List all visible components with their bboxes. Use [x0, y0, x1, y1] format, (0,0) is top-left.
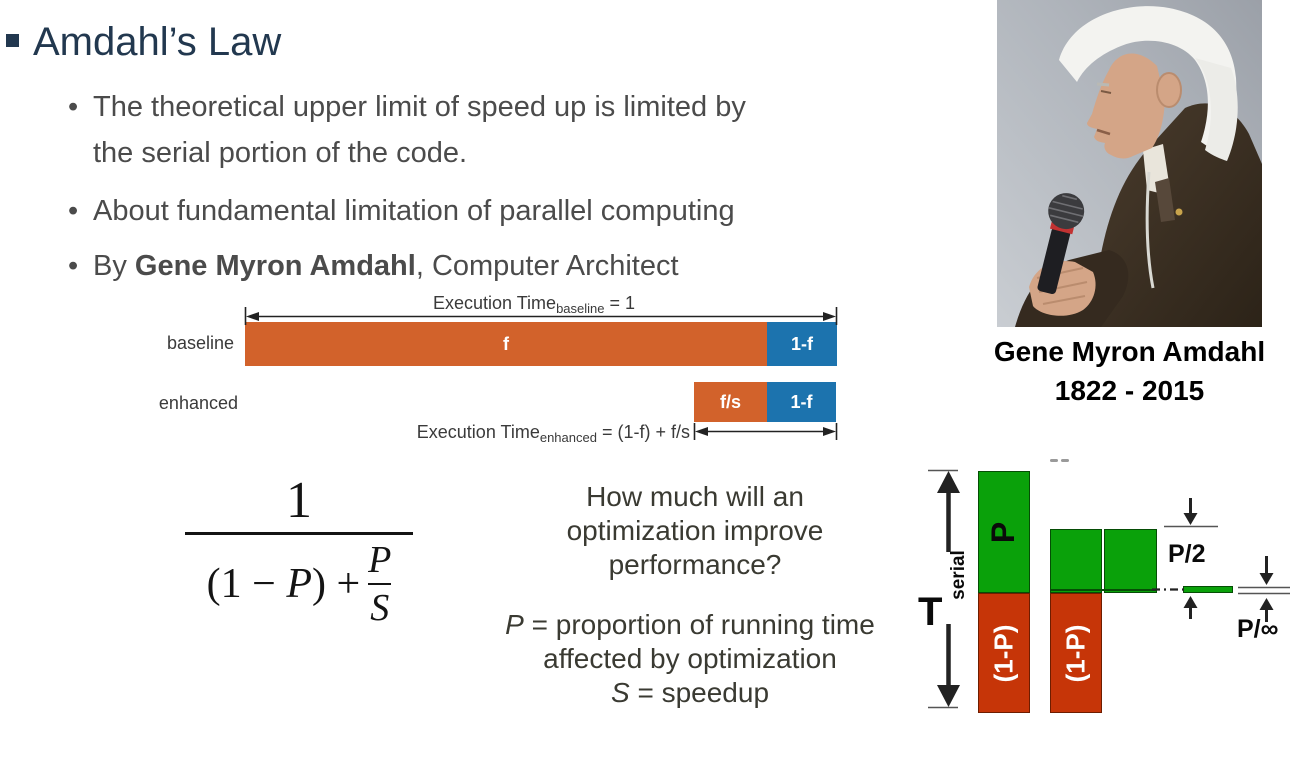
bar1-p-label: P: [985, 521, 1022, 543]
mic-handle: [1037, 227, 1071, 295]
question-text: How much will an optimization improve pe…: [510, 480, 880, 582]
phalf-level-line: [1050, 589, 1157, 591]
p-half-label: P/2: [1168, 540, 1206, 568]
formula-denom-open: (1 −: [206, 561, 287, 607]
legend-s-var: S: [610, 677, 630, 708]
mouth: [1096, 128, 1111, 136]
bullet-3-post: , Computer Architect: [415, 250, 679, 282]
amdahl-portrait-photo: [997, 0, 1262, 327]
bullet-dot: •: [68, 250, 79, 282]
exec-time-enhanced-label: Execution Timeenhanced = (1-f) + f/s: [360, 422, 690, 445]
enhanced-measure-arrow: [693, 423, 838, 440]
bar2b-parallel-green: [1104, 529, 1157, 593]
lapel-pin: [1175, 208, 1183, 216]
legend-s-rest: = speedup: [629, 677, 770, 708]
bar2-parallel-green: [1050, 529, 1102, 593]
formula-inner-fraction: P S: [368, 539, 392, 629]
formula-numerator: 1: [286, 472, 312, 529]
baseline-bar: f 1-f: [245, 322, 837, 366]
baseline-row-label: baseline: [166, 333, 234, 353]
formula-inner-den: S: [370, 587, 390, 629]
enhanced-parallel-segment: 1-f: [767, 382, 836, 422]
question-line-1: How much will an: [586, 481, 804, 512]
bar2-1p-label: (1-P): [1060, 624, 1091, 682]
bullet-dot: •: [68, 91, 79, 123]
legend-p-line: P = proportion of running time: [450, 608, 930, 642]
formula-inner-num: P: [368, 539, 392, 581]
variable-legend: P = proportion of running time affected …: [450, 608, 930, 710]
bullet-3-name: Gene Myron Amdahl: [134, 250, 416, 282]
bullet-item-2: About fundamental limitation of parallel…: [93, 195, 735, 227]
bullet-item-3: By Gene Myron Amdahl, Computer Architect: [93, 243, 679, 289]
formula-denom-close: ) +: [311, 561, 361, 607]
bullet-dot: •: [68, 195, 79, 227]
exec-time-baseline-sub: baseline: [556, 301, 605, 316]
portrait-caption: Gene Myron Amdahl 1822 - 2015: [967, 332, 1292, 410]
page-title: Amdahl’s Law: [33, 20, 282, 64]
bullet-1-line-1: The theoretical upper limit of speed up …: [93, 91, 746, 123]
cropped-mark: [1061, 459, 1069, 462]
legend-p-line2: affected by optimization: [543, 643, 837, 674]
bullet-item-1: The theoretical upper limit of speed up …: [93, 84, 746, 176]
bar1-parallel-green: P: [978, 471, 1030, 593]
tie: [1155, 178, 1175, 222]
bar2-serial-red: (1-P): [1050, 593, 1102, 713]
eyebrow: [1096, 82, 1110, 87]
caption-name: Gene Myron Amdahl: [993, 336, 1266, 367]
formula-denom-var: P: [286, 561, 312, 607]
legend-p-var: P: [505, 609, 524, 640]
suit: [1092, 103, 1262, 327]
bullet-1-line-2: the serial portion of the code.: [93, 137, 468, 169]
hair: [1059, 6, 1237, 154]
baseline-parallel-segment: 1-f: [767, 322, 837, 366]
enhanced-bar: f/s 1-f: [694, 382, 836, 422]
p-infinity-arrows: [1238, 556, 1290, 622]
eye: [1100, 90, 1112, 94]
tserial-main-label: T: [918, 590, 943, 634]
question-line-2: optimization improve: [566, 515, 824, 546]
enhanced-serial-segment: f/s: [694, 382, 767, 422]
bar1-1p-label: (1-P): [988, 624, 1019, 682]
enhanced-row-label: enhanced: [158, 393, 238, 413]
formula-fraction-bar: [185, 532, 413, 535]
portrait-illustration: [997, 0, 1262, 327]
title-square-bullet-icon: [6, 34, 19, 47]
tserial-sub-label: serial: [948, 550, 969, 600]
exec-time-baseline-label: Execution Timebaseline = 1: [433, 293, 636, 316]
exec-time-baseline-main: Execution Time: [433, 293, 557, 313]
formula-denominator: (1 − P) + P S: [185, 539, 413, 629]
exec-time-enhanced-main: Execution Time: [416, 422, 540, 442]
formula-inner-bar: [368, 583, 392, 585]
p-infinity-label: P/∞: [1237, 615, 1279, 643]
exec-time-enhanced-sub: enhanced: [539, 430, 597, 445]
caption-years: 1822 - 2015: [1054, 375, 1205, 406]
legend-s-line: S = speedup: [450, 676, 930, 710]
baseline-serial-segment: f: [245, 322, 767, 366]
exec-time-baseline-eq: = 1: [604, 293, 636, 313]
legend-p-rest: = proportion of running time: [523, 609, 875, 640]
microphone: [1037, 193, 1085, 295]
lanyard: [1145, 171, 1155, 289]
mic-grille: [1048, 194, 1084, 224]
bar1-serial-red: (1-P): [978, 593, 1030, 713]
hair-back: [1195, 58, 1238, 161]
question-line-3: performance?: [608, 549, 782, 580]
bullet-3-pre: By: [93, 250, 135, 282]
ear: [1156, 72, 1182, 108]
exec-time-enhanced-eq: = (1-f) + f/s: [596, 422, 690, 442]
pinf-sliver-green: [1183, 586, 1233, 593]
amdahl-formula: 1 (1 − P) + P S: [185, 472, 413, 629]
cropped-mark: [1050, 459, 1058, 462]
